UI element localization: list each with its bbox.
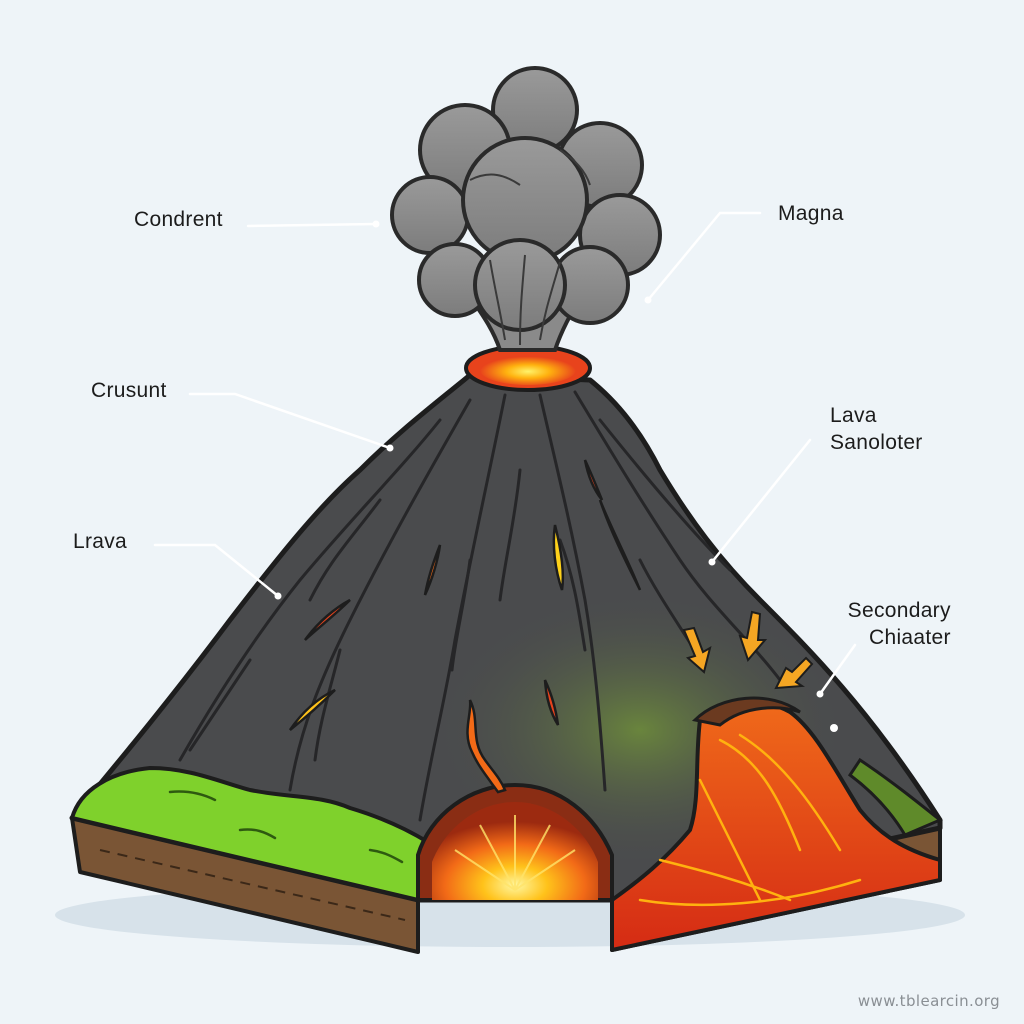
crater-glow bbox=[480, 355, 576, 385]
label-lrava: Lrava bbox=[73, 528, 127, 555]
label-secondary-chiaater: Secondary Chiaater bbox=[845, 597, 951, 652]
leader-lava bbox=[712, 440, 810, 562]
watermark: www.tblearcin.org bbox=[858, 992, 1000, 1010]
label-lava-line1: Lava bbox=[830, 402, 923, 429]
smoke-column bbox=[392, 68, 660, 350]
label-secondary-line1: Secondary bbox=[845, 597, 951, 624]
label-lava-line2: Sanoloter bbox=[830, 429, 923, 456]
label-condrent: Condrent bbox=[134, 206, 223, 233]
label-lava-sanoloter: Lava Sanoloter bbox=[830, 402, 923, 457]
label-magna: Magna bbox=[778, 200, 844, 227]
label-crusunt: Crusunt bbox=[91, 377, 167, 404]
leader-condrent bbox=[248, 224, 376, 226]
leader-magna bbox=[648, 213, 760, 300]
leader-crusunt bbox=[190, 394, 390, 448]
label-secondary-line2: Chiaater bbox=[845, 624, 951, 651]
